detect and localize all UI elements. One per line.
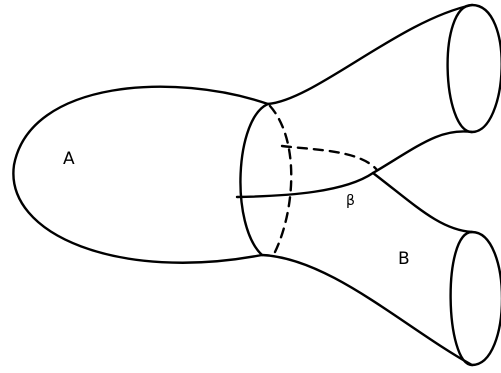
neck-front-arc <box>239 102 270 257</box>
beta-curve-back <box>280 144 379 172</box>
upper-leg-bottom-edge <box>371 130 474 175</box>
upper-leg-top-edge <box>266 3 474 106</box>
region-b-label: B <box>398 249 410 269</box>
neck-back-arc <box>268 104 293 254</box>
beta-curve-label: β <box>346 193 355 209</box>
lower-leg-top-edge <box>371 171 474 234</box>
lower-cuff-ellipse <box>449 230 501 367</box>
lobe-a-outline <box>12 85 270 264</box>
beta-curve-front <box>235 171 375 199</box>
lower-leg-bottom-edge <box>260 253 474 367</box>
upper-cuff-ellipse <box>446 3 501 134</box>
region-a-label: A <box>63 149 75 169</box>
